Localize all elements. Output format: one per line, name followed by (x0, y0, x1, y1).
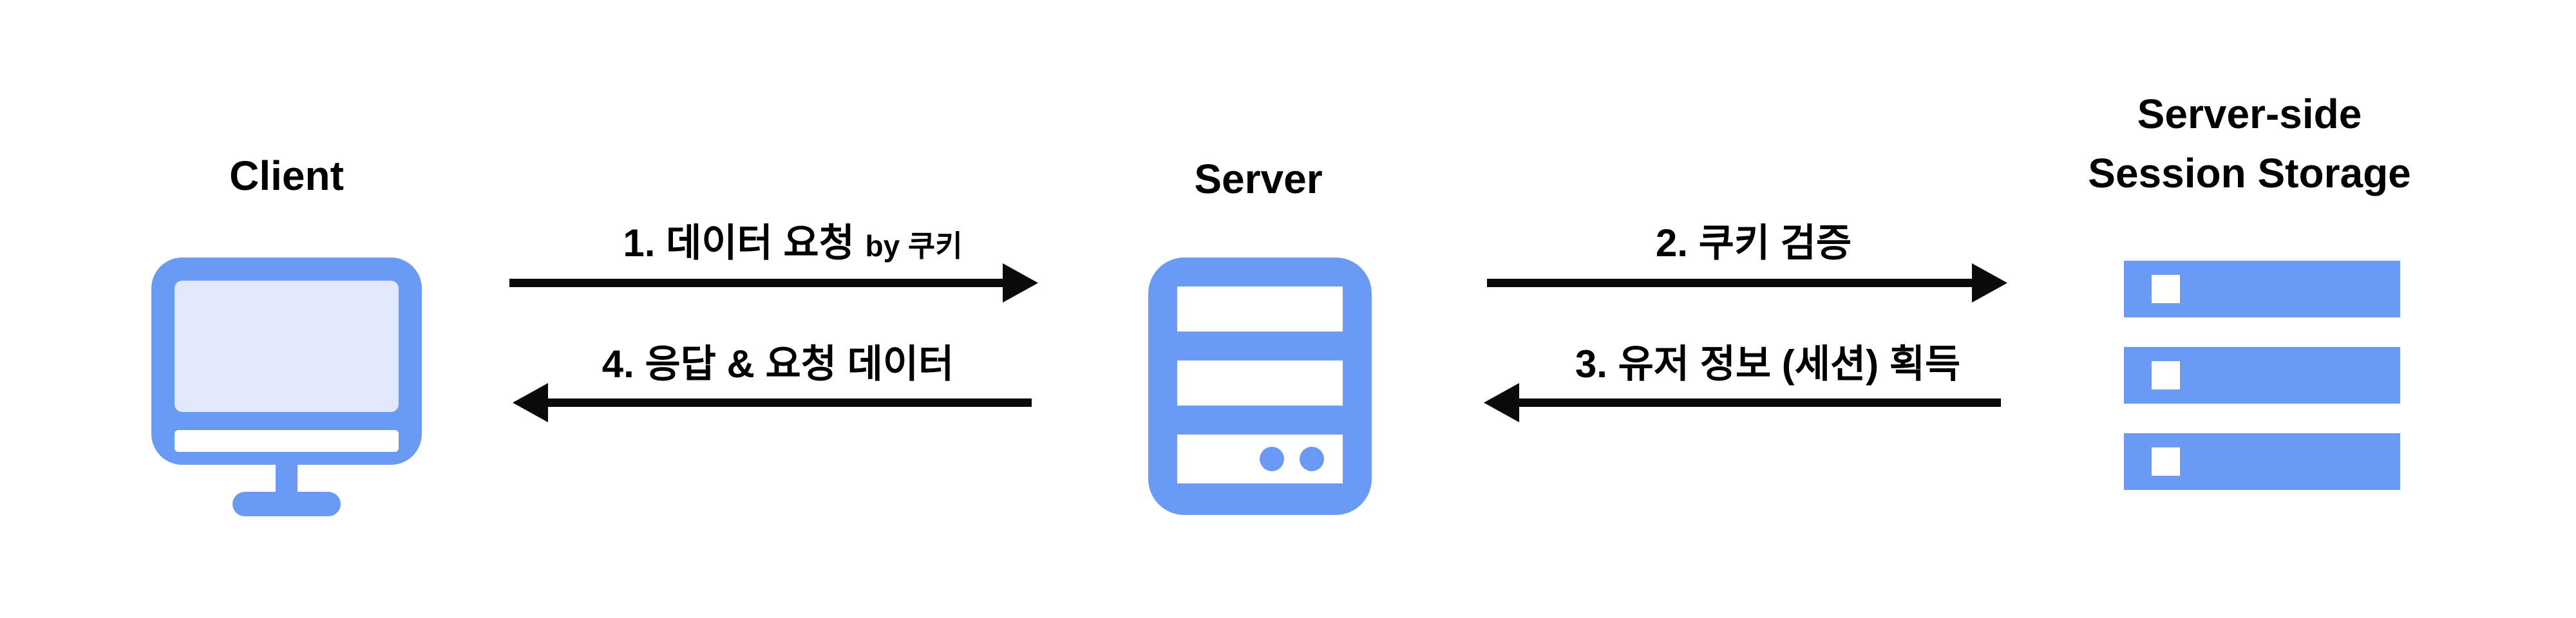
monitor-stand-base (232, 492, 341, 516)
arrow4-shaft (548, 398, 1032, 407)
arrow3-left-arrow (1484, 383, 2001, 422)
arrow3-shaft (1519, 398, 2001, 407)
arrow2-head (1972, 263, 2007, 303)
server-slot-2 (1177, 360, 1343, 406)
arrow1-right-arrow (509, 263, 1038, 303)
storage-label-line2: Session Storage (2088, 150, 2411, 196)
arrow4-left-arrow (513, 383, 1032, 422)
storage-label: Server-side Session Storage (2024, 84, 2475, 203)
arrow3-head (1484, 383, 1519, 422)
server-icon (1148, 258, 1372, 515)
arrow4-label: 4. 응답 & 요청 데이터 (601, 342, 954, 386)
server-led-dot-1 (1260, 447, 1284, 471)
server-label: Server (1194, 156, 1323, 202)
arrow4-head (513, 383, 548, 422)
arrow1-label-main: 1. 데이터 요청 (623, 221, 855, 265)
monitor-screen (175, 281, 399, 412)
storage-bar-2-square (2152, 361, 2180, 389)
arrow3-label: 3. 유저 정보 (세션) 획득 (1575, 342, 1961, 386)
monitor-stand-neck (276, 462, 298, 496)
storage-label-line1: Server-side (2137, 91, 2362, 137)
storage-bar-1-square (2152, 275, 2180, 303)
arrow1-label-small: by 쿠키 (865, 229, 963, 263)
arrow2-shaft (1487, 279, 1972, 287)
arrow2-label: 2. 쿠키 검증 (1655, 221, 1852, 265)
arrow1-label: 1. 데이터 요청 by 쿠키 (535, 219, 1050, 270)
monitor-bottom-strip (175, 430, 399, 452)
arrow2-right-arrow (1487, 263, 2007, 303)
client-monitor-icon (151, 258, 422, 516)
arrow1-shaft (509, 279, 1003, 287)
server-led-dot-2 (1300, 447, 1324, 471)
arrow1-head (1003, 263, 1038, 303)
client-label: Client (229, 153, 344, 199)
storage-bar-3-square (2152, 447, 2180, 476)
server-slot-1 (1177, 286, 1343, 332)
session-storage-icon (2124, 261, 2400, 490)
